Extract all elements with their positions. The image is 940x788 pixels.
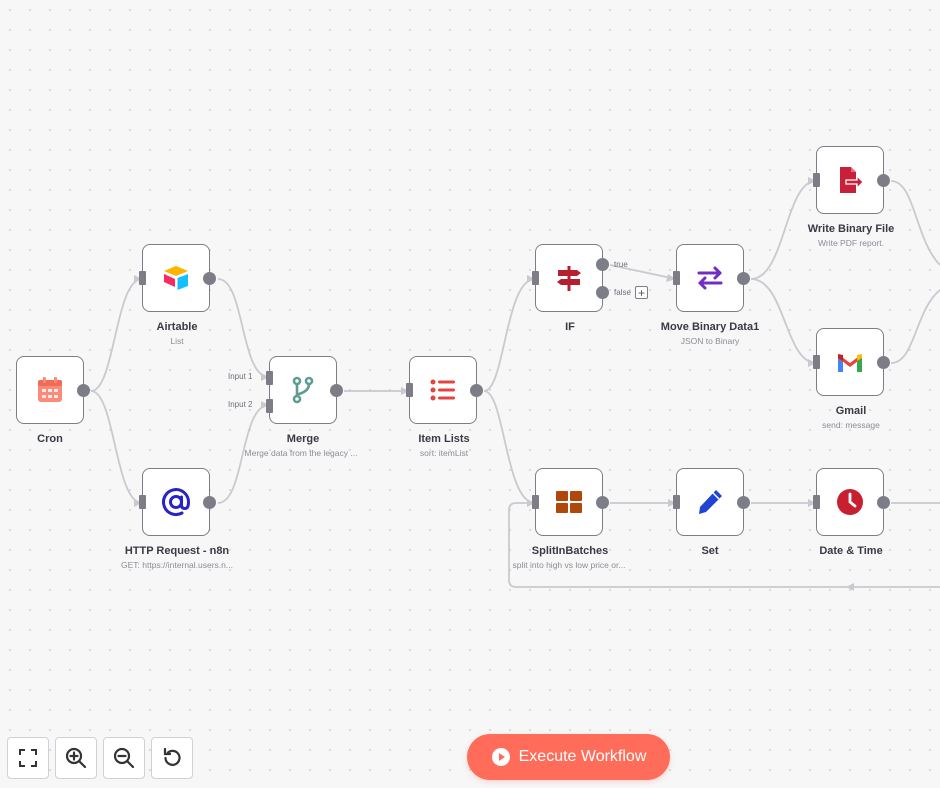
merge-input-2-label: Input 2 <box>228 400 253 409</box>
output-handle-true[interactable] <box>596 258 609 271</box>
at-sign-icon <box>162 488 191 517</box>
node-merge-subtitle: Merge data from the legacy ... <box>244 448 358 458</box>
output-handle-false[interactable] <box>596 286 609 299</box>
output-handle[interactable] <box>203 496 216 509</box>
node-merge[interactable] <box>266 356 343 424</box>
fit-view-button[interactable] <box>7 737 49 779</box>
node-date-time[interactable] <box>813 468 890 536</box>
edge-if-movebinary <box>609 264 677 280</box>
play-circle-icon <box>491 748 510 766</box>
execute-workflow-label: Execute Workflow <box>518 748 647 765</box>
output-handle[interactable] <box>737 272 750 285</box>
output-handle[interactable] <box>470 384 483 397</box>
edge-movebinary-gmail <box>750 278 817 364</box>
file-export-icon <box>840 167 864 193</box>
input-handle[interactable] <box>532 495 539 509</box>
node-item-lists[interactable] <box>406 356 483 424</box>
node-write-binary-file[interactable] <box>813 146 890 214</box>
if-false-label: false <box>614 288 631 297</box>
fit-view-icon <box>19 749 37 767</box>
edge-http-merge <box>217 404 270 504</box>
node-http-request-subtitle: GET: https://internal.users.n... <box>121 560 233 570</box>
node-date-time-title: Date & Time <box>819 545 883 557</box>
node-cron[interactable] <box>16 356 90 424</box>
node-cron-title: Cron <box>37 433 63 445</box>
pen-icon <box>699 490 722 514</box>
edge-itemlists-if <box>483 278 536 392</box>
output-handle[interactable] <box>877 356 890 369</box>
if-true-label: true <box>614 260 628 269</box>
node-http-request[interactable] <box>139 468 216 536</box>
edge-gmail-out <box>890 289 940 364</box>
edge-write-out <box>890 180 940 266</box>
output-handle[interactable] <box>877 496 890 509</box>
input-handle[interactable] <box>139 495 146 509</box>
list-icon <box>430 379 455 401</box>
merge-input-1-label: Input 1 <box>228 372 253 381</box>
input-handle[interactable] <box>813 173 820 187</box>
signpost-icon <box>557 266 581 291</box>
swap-arrows-icon <box>697 266 723 290</box>
execute-workflow-button[interactable]: Execute Workflow <box>467 734 670 780</box>
output-handle[interactable] <box>203 272 216 285</box>
node-item-lists-title: Item Lists <box>418 433 470 445</box>
zoom-out-button[interactable] <box>103 737 145 779</box>
output-handle[interactable] <box>596 496 609 509</box>
airtable-icon <box>164 266 188 290</box>
node-split-in-batches-subtitle: split into high vs low price or... <box>512 560 626 570</box>
node-set-title: Set <box>701 545 719 557</box>
edge-loop-back <box>508 502 940 588</box>
node-item-lists-subtitle: sort: itemList <box>419 448 469 458</box>
zoom-in-button[interactable] <box>55 737 97 779</box>
input-handle[interactable] <box>532 271 539 285</box>
node-move-binary-data-subtitle: JSON to Binary <box>680 336 740 346</box>
edge-movebinary-write <box>750 180 817 280</box>
output-handle[interactable] <box>330 384 343 397</box>
node-write-binary-file-title: Write Binary File <box>807 223 895 235</box>
grid-blocks-icon <box>556 491 582 513</box>
merge-branch-icon <box>292 376 314 404</box>
node-http-request-title: HTTP Request - n8n <box>124 545 230 557</box>
reset-zoom-icon <box>163 747 181 766</box>
node-if[interactable] <box>532 244 609 312</box>
input-handle[interactable] <box>813 495 820 509</box>
node-if-title: IF <box>565 321 575 333</box>
node-gmail-subtitle: send: message <box>822 420 880 430</box>
node-move-binary-data[interactable] <box>673 244 750 312</box>
input-handle[interactable] <box>673 495 680 509</box>
input-handle[interactable] <box>673 271 680 285</box>
node-airtable-title: Airtable <box>156 321 198 333</box>
input-handle-1[interactable] <box>266 371 273 385</box>
node-gmail[interactable] <box>813 328 890 396</box>
input-handle[interactable] <box>139 271 146 285</box>
node-merge-title: Merge <box>286 433 320 445</box>
node-write-binary-file-subtitle: Write PDF report. <box>818 238 884 248</box>
edge-cron-http <box>90 390 143 504</box>
calendar-icon <box>38 377 62 402</box>
reset-zoom-button[interactable] <box>151 737 193 779</box>
node-split-in-batches-title: SplitInBatches <box>531 545 609 557</box>
node-airtable[interactable] <box>139 244 216 312</box>
add-node-false-button[interactable]: + <box>635 286 648 299</box>
clock-icon <box>837 489 863 515</box>
zoom-in-icon <box>65 747 87 769</box>
output-handle[interactable] <box>877 174 890 187</box>
node-move-binary-data-title: Move Binary Data1 <box>660 321 760 333</box>
node-airtable-subtitle: List <box>170 336 184 346</box>
input-handle-2[interactable] <box>266 399 273 413</box>
gmail-icon <box>838 354 862 372</box>
zoom-out-icon <box>113 747 135 769</box>
input-handle[interactable] <box>813 355 820 369</box>
edge-airtable-merge <box>217 278 270 378</box>
node-split-in-batches[interactable] <box>532 468 609 536</box>
node-set[interactable] <box>673 468 750 536</box>
node-gmail-title: Gmail <box>835 405 867 417</box>
edge-cron-airtable <box>90 278 143 392</box>
edge-itemlists-split <box>483 390 536 504</box>
output-handle[interactable] <box>737 496 750 509</box>
input-handle[interactable] <box>406 383 413 397</box>
output-handle[interactable] <box>77 384 90 397</box>
